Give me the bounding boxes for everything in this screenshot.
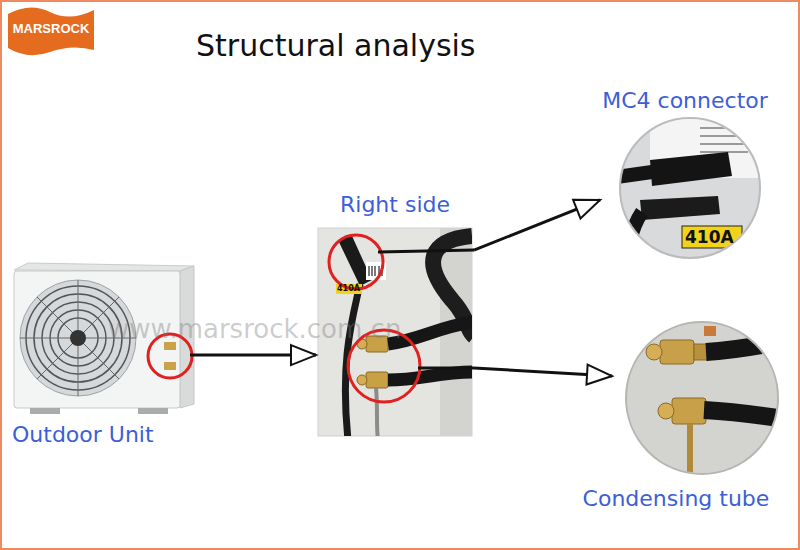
valve-cap	[646, 344, 662, 360]
leader-line	[418, 367, 474, 370]
node-label: Outdoor Unit	[12, 422, 194, 448]
unit-top	[14, 263, 194, 271]
node-label: MARSROCK	[8, 6, 94, 52]
insulated-tube	[706, 340, 790, 352]
fan-hub	[70, 330, 86, 346]
brand-logo: MARSROCK	[8, 6, 94, 52]
leader-line	[190, 354, 194, 357]
drain-pipe	[376, 388, 378, 436]
leader-line	[378, 250, 474, 252]
closeup-content	[646, 326, 790, 480]
brass-valve	[366, 372, 388, 388]
closeup-circle	[626, 322, 778, 474]
insulated-tube	[388, 372, 472, 380]
insulated-tube	[704, 410, 790, 420]
mc4-plug	[650, 152, 732, 186]
refrigerant-sticker	[682, 226, 742, 248]
pointer-arrow	[474, 200, 600, 250]
nameplate-lines	[700, 128, 762, 152]
mc4-closeup-drawing	[610, 118, 774, 262]
unit-foot	[30, 408, 60, 414]
refrigerant-tag: 410A	[337, 284, 360, 294]
node-label: MC4 connector	[578, 88, 792, 114]
mc4-socket	[640, 196, 720, 220]
highlight-circle	[329, 235, 383, 289]
solar-cable	[629, 212, 642, 262]
closeup-content	[610, 118, 774, 262]
condensing-tube-callout: Condensing tube	[612, 312, 796, 512]
watermark: www.marsrock.com.cn	[108, 314, 401, 345]
unit-foot	[138, 408, 168, 414]
service-valve	[164, 362, 176, 370]
node-label: Condensing tube	[556, 486, 796, 512]
copper-fitting	[704, 326, 716, 336]
pointer-arrow	[474, 368, 612, 376]
brass-valve	[660, 340, 694, 364]
condensing-closeup-drawing	[626, 322, 790, 480]
refrigerant-tag: 410A	[685, 227, 734, 247]
node-label: Right side	[316, 192, 474, 218]
solar-cable	[610, 172, 652, 178]
refrigerant-sticker	[336, 284, 362, 294]
pointer-arrow	[194, 354, 316, 357]
diagram-title: Structural analysis	[196, 28, 475, 64]
brass-valve	[672, 398, 706, 424]
outdoor-unit: Outdoor Unit	[8, 262, 194, 448]
valve-stem	[687, 424, 693, 480]
valve-cap	[357, 375, 367, 385]
valve-cap	[658, 403, 674, 419]
